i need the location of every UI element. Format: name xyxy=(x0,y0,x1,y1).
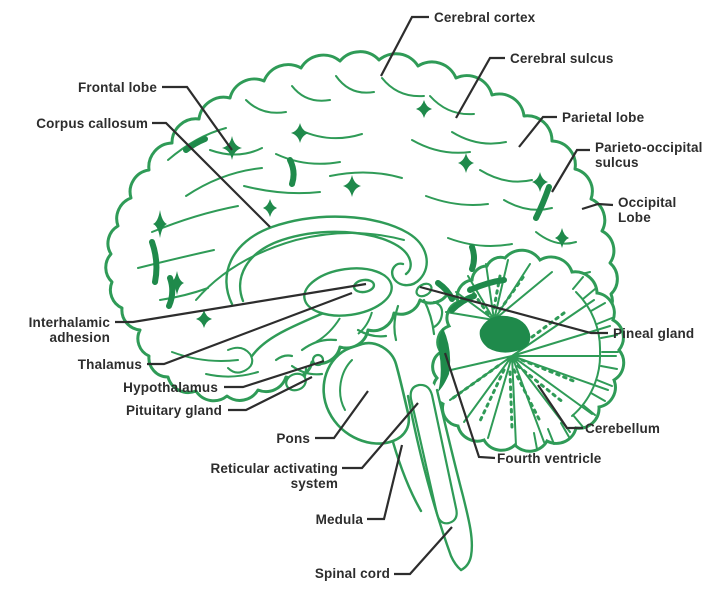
leader-frontal-lobe xyxy=(162,85,233,151)
colliculi xyxy=(432,300,444,329)
label-frontal-lobe: Frontal lobe xyxy=(77,80,157,95)
cerebellum-rim-hatching xyxy=(533,276,619,450)
pons-inner-line xyxy=(339,359,353,411)
fourth-ventricle-shape xyxy=(438,328,451,392)
cord-left-line xyxy=(406,394,463,572)
label-parieto-occipital-sulcus: Parieto-occipital sulcus xyxy=(595,140,703,170)
leader-pituitary-gland xyxy=(228,376,313,412)
cord-right-line xyxy=(435,388,474,572)
leader-fourth-ventricle xyxy=(443,352,496,460)
leader-cerebral-cortex xyxy=(380,15,429,77)
label-pons: Pons xyxy=(276,431,310,446)
label-hypothalamus: Hypothalamus xyxy=(123,380,218,395)
label-parietal-lobe: Parietal lobe xyxy=(562,110,645,125)
leader-corpus-callosum xyxy=(152,121,271,228)
cerebellum-inner-rim xyxy=(571,291,602,417)
cerebellum-arbor-vitae-core xyxy=(479,315,531,353)
leader-parietal-lobe xyxy=(518,115,557,148)
temporal-curl xyxy=(227,346,254,374)
cerebellum-folia-beads xyxy=(451,274,578,430)
brainstem-group xyxy=(322,341,423,513)
leader-cerebellum xyxy=(537,384,583,430)
leader-pons xyxy=(315,390,369,440)
leader-parieto-occipital-sulcus xyxy=(551,148,590,193)
label-corpus-callosum: Corpus callosum xyxy=(36,116,148,131)
midbrain-lines xyxy=(356,298,436,342)
leader-occipital-lobe xyxy=(581,202,614,211)
leader-spinal-cord xyxy=(394,526,453,576)
leader-pineal-gland xyxy=(419,285,608,335)
label-interhalamic-adhesion: Interhalamic adhesion xyxy=(28,315,110,345)
central-canal-capsule xyxy=(409,383,458,525)
label-medula: Medula xyxy=(315,512,363,527)
interthalamic-adhesion-shape xyxy=(352,278,376,294)
leader-reticular-activating-system xyxy=(342,402,419,470)
corpus-callosum-outer xyxy=(225,215,428,306)
label-cerebral-cortex: Cerebral cortex xyxy=(434,10,536,25)
label-spinal-cord: Spinal cord xyxy=(314,566,390,581)
label-cerebral-sulcus: Cerebral sulcus xyxy=(510,51,614,66)
leader-lines xyxy=(115,15,614,576)
sulci-star-accents xyxy=(153,100,569,328)
midbrain-group xyxy=(356,282,444,342)
label-occipital-lobe: Occipital Lobe xyxy=(618,195,677,225)
leader-hypothalamus xyxy=(224,359,325,389)
corpus-callosum-inner xyxy=(238,230,412,303)
pituitary-shape xyxy=(285,372,307,392)
cerebellum-group xyxy=(431,248,626,453)
leader-medula xyxy=(367,444,404,521)
label-thalamus: Thalamus xyxy=(77,357,142,372)
label-cerebellum: Cerebellum xyxy=(585,421,661,436)
leader-thalamus xyxy=(147,291,353,366)
leader-interhalamic-adhesion xyxy=(115,282,367,324)
medulla-edge xyxy=(391,440,423,513)
label-pituitary-gland: Pituitary gland xyxy=(125,403,222,418)
label-pineal-gland: Pineal gland xyxy=(613,326,695,341)
label-fourth-ventricle: Fourth ventricle xyxy=(497,451,602,466)
label-reticular-activating-system: Reticular activating system xyxy=(210,461,338,491)
leader-cerebral-sulcus xyxy=(455,56,505,119)
spinal-cord-group xyxy=(406,380,475,572)
cerebellum-top-accents xyxy=(449,277,507,313)
